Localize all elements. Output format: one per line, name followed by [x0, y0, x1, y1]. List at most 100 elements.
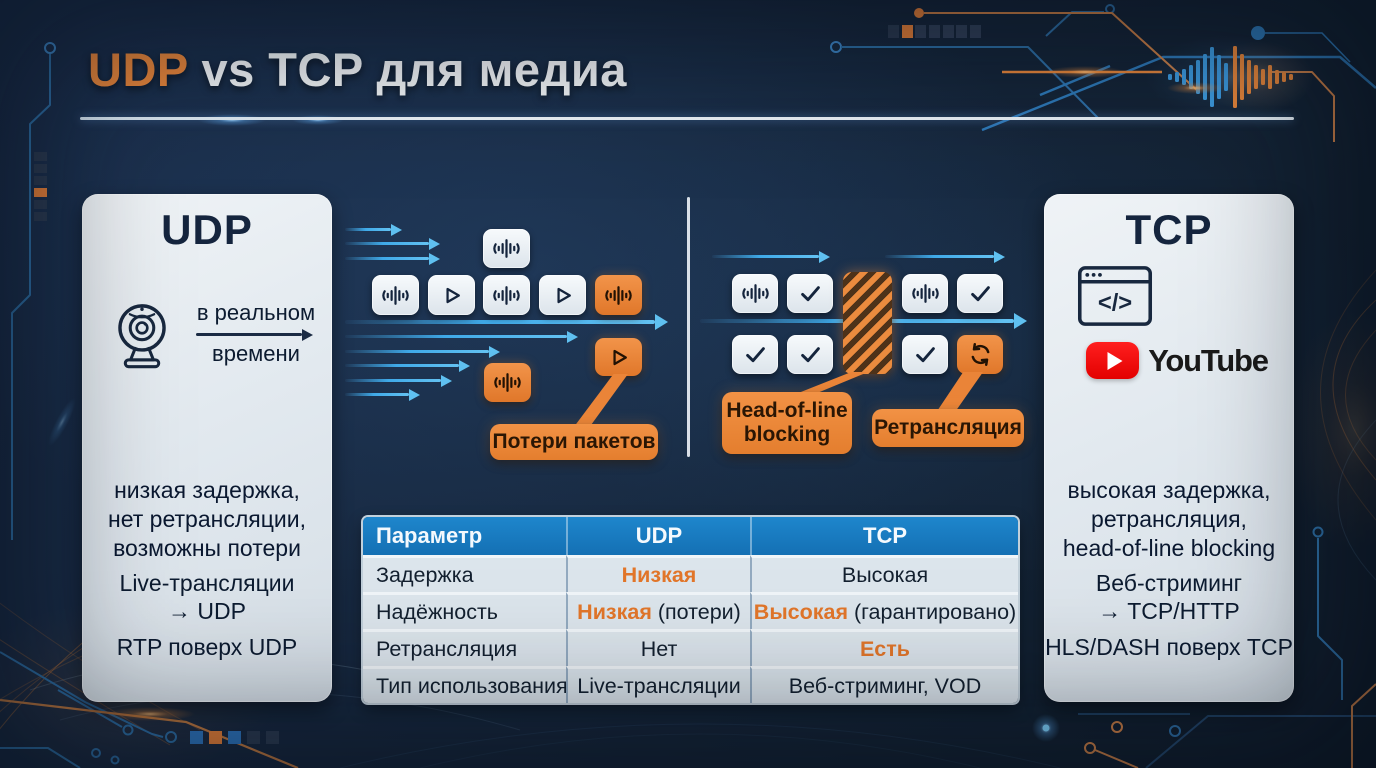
youtube-play-icon [1086, 342, 1140, 379]
retransmission-label: Ретрансляция [874, 416, 1022, 440]
table-header-tcp: TCP [750, 517, 1018, 555]
flow-arrow [345, 242, 429, 245]
video-packet-tile [539, 275, 586, 315]
value-text: Live-трансляции [577, 673, 741, 698]
value-highlight: Низкая [621, 562, 697, 587]
check-icon [965, 280, 996, 307]
audio-wave-icon [491, 235, 522, 262]
flow-divider [687, 197, 690, 457]
table-cell-tcp: Веб-стриминг, VOD [750, 666, 1018, 703]
tcp-card-title: TCP [1125, 206, 1213, 253]
table-cell-udp: Live-трансляции [566, 666, 750, 703]
check-icon [795, 280, 826, 307]
title-udp: UDP [88, 43, 188, 96]
tcp-mapping: Веб-стриминг → TCP/HTTP [1044, 569, 1294, 625]
delivered-packet-tile [732, 335, 778, 374]
value-text: Высокая [841, 562, 929, 587]
flow-arrow [345, 228, 391, 231]
youtube-logo: YouTube [1052, 342, 1302, 379]
table-cell-param: Тип использования [363, 666, 568, 703]
flow-arrow [712, 255, 819, 258]
retransmission-callout: Ретрансляция [872, 409, 1024, 447]
table-cell-udp: Низкая [566, 555, 750, 592]
audio-wave-icon [491, 282, 522, 309]
check-icon [795, 341, 826, 368]
table-cell-param: Надёжность [363, 592, 566, 629]
value-highlight: Низкая [577, 599, 652, 624]
tcp-trait: head-of-line blocking [1062, 535, 1276, 561]
table-cell-udp: Низкая (потери) [566, 592, 750, 629]
udp-card: UDP в реальном времени низкая задержка, … [82, 194, 332, 702]
comparison-table: Параметр UDP TCP Задержка Низкая Высокая… [363, 517, 1018, 703]
flow-arrow [345, 364, 459, 367]
tcp-mapping-line: Веб-стриминг [1095, 570, 1243, 596]
hol-label-line1: Head-of-line [726, 399, 848, 423]
packet-loss-label: Потери пакетов [492, 430, 656, 454]
svg-text:</>: </> [1098, 289, 1132, 316]
value-text: Веб-стриминг, VOD [788, 673, 982, 698]
browser-code-icon: </> [1077, 266, 1153, 326]
udp-protocol-note: RTP поверх UDP [116, 634, 298, 660]
audio-packet-tile [902, 274, 948, 313]
head-of-line-callout: Head-of-line blocking [722, 392, 852, 454]
table-cell-tcp: Высокая [750, 555, 1018, 592]
value-highlight: Есть [859, 636, 911, 661]
title-divider [80, 117, 1294, 120]
table-cell-tcp: Высокая (гарантировано) [750, 592, 1018, 629]
hol-label-line2: blocking [743, 423, 831, 446]
title-rest: vs TCP для медиа [187, 43, 627, 96]
play-icon [547, 282, 578, 309]
flow-arrow [345, 393, 409, 396]
sync-icon [965, 341, 996, 368]
udp-trait: низкая задержка, [114, 477, 300, 503]
flow-arrow [345, 379, 441, 382]
value-text: Нет [640, 636, 678, 661]
lost-audio-packet-tile [595, 275, 642, 315]
audio-wave-icon [380, 282, 411, 309]
table-cell-tcp: Есть [750, 629, 1018, 666]
udp-mapping-line: → UDP [168, 598, 246, 624]
udp-trait: нет ретрансляции, [108, 506, 306, 532]
check-icon [910, 341, 941, 368]
tcp-traits: высокая задержка, ретрансляция, head-of-… [1044, 476, 1294, 563]
delivered-packet-tile [787, 335, 833, 374]
tcp-mapping-line: → TCP/HTTP [1098, 598, 1240, 624]
lost-video-packet-tile [595, 338, 642, 376]
audio-wave-icon [603, 282, 634, 309]
page-title: UDP vs TCP для медиа [88, 42, 627, 97]
delivered-packet-tile [957, 274, 1003, 313]
audio-packet-tile [372, 275, 419, 315]
table-cell-param: Ретрансляция [363, 629, 566, 666]
youtube-wordmark: YouTube [1148, 342, 1269, 378]
flow-arrow [345, 320, 655, 324]
packet-loss-callout: Потери пакетов [490, 424, 658, 460]
audio-wave-icon [740, 280, 771, 307]
delivered-packet-tile [902, 335, 948, 374]
table-cell-udp: Нет [566, 629, 750, 666]
retransmit-packet-tile [957, 335, 1003, 374]
audio-wave-icon [492, 369, 523, 396]
udp-card-title: UDP [161, 206, 253, 253]
udp-trait: возможны потери [113, 535, 301, 561]
tcp-trait: высокая задержка, [1067, 477, 1271, 503]
audio-packet-tile [483, 229, 530, 268]
table-cell-param: Задержка [363, 555, 566, 592]
udp-traits: низкая задержка, нет ретрансляции, возмо… [82, 476, 332, 563]
realtime-arrow [196, 333, 302, 336]
table-header-udp: UDP [566, 517, 750, 555]
video-packet-tile [428, 275, 475, 315]
udp-mapping-line: Live-трансляции [119, 570, 295, 596]
flow-arrow [345, 335, 567, 338]
tcp-protocol-note: HLS/DASH поверх TCP [1045, 634, 1293, 660]
realtime-label-bottom: времени [212, 341, 300, 366]
tcp-trait: ретрансляция, [1091, 506, 1247, 532]
table-header-param: Параметр [363, 517, 566, 555]
blocked-packet-tile [843, 272, 892, 374]
tcp-card: TCP </> YouTube высокая задержка, ретран… [1044, 194, 1294, 702]
value-text: (потери) [651, 599, 741, 624]
value-highlight: Высокая [753, 599, 849, 624]
webcam-icon [118, 304, 166, 369]
flow-arrow [345, 257, 429, 260]
audio-wave-icon [910, 280, 941, 307]
